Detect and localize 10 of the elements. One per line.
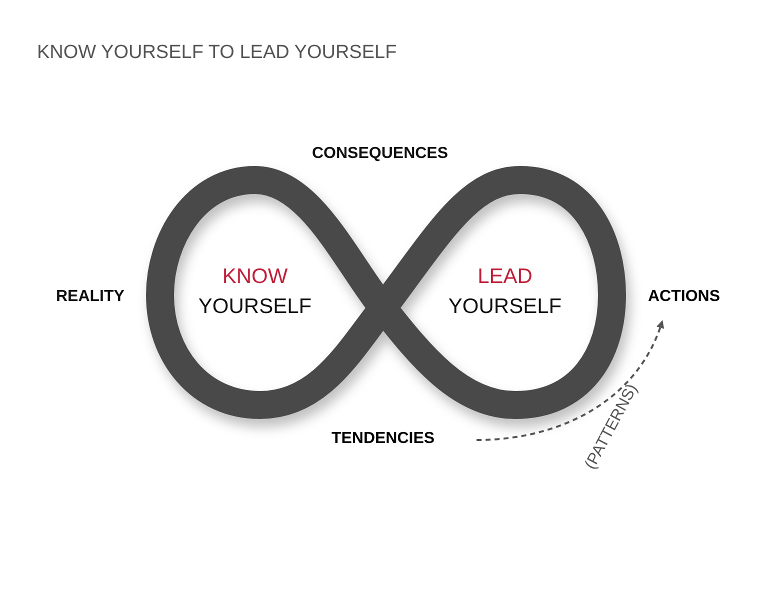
loop-heading: KNOW [222, 264, 288, 290]
node-label: TENDENCIES [331, 429, 435, 449]
loop-text: YOURSELF [448, 294, 562, 320]
node-label: ACTIONS [648, 287, 720, 307]
dashed-arrow [476, 320, 664, 441]
diagram-title: KNOW YOURSELF TO LEAD YOURSELF [37, 42, 397, 64]
text-label: REALITY [56, 288, 124, 306]
text-label: CONSEQUENCES [312, 145, 448, 163]
loop-heading: LEAD [478, 264, 532, 290]
loop-text: YOURSELF [198, 294, 312, 320]
